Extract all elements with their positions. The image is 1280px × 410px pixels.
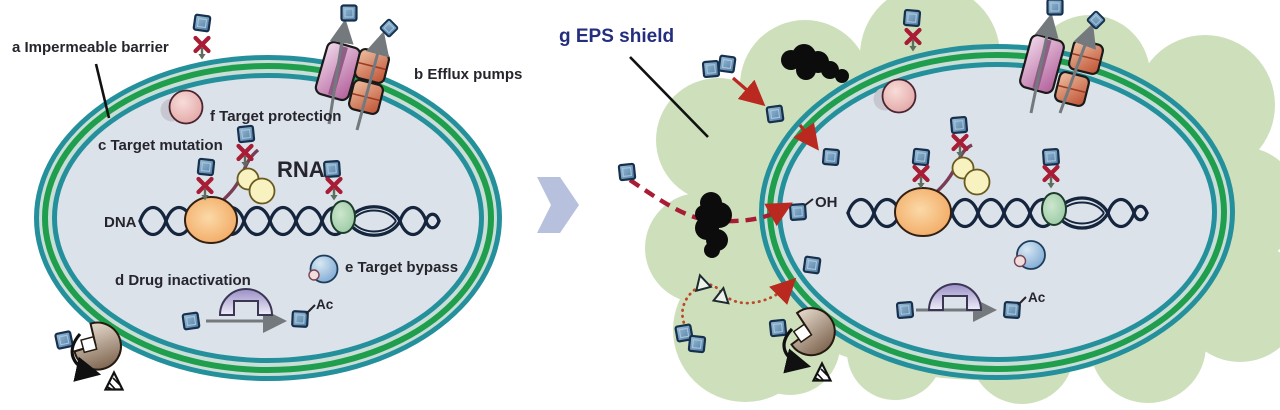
effluxed-drug-icon	[1046, 0, 1064, 16]
drug-molecule-icon	[895, 300, 915, 320]
drug-molecule-icon	[192, 13, 212, 33]
right-mutated-target-icon	[1041, 192, 1067, 226]
label-ac-right: Ac	[1028, 290, 1046, 305]
label-a-pointer-line	[94, 63, 111, 119]
label-ac-left: Ac	[316, 297, 334, 312]
right-efflux-pumps	[1017, 0, 1106, 114]
hydroxylated-drug-icon	[788, 202, 808, 222]
drug-molecule-icon	[196, 157, 216, 177]
label-oh: OH	[815, 194, 838, 211]
label-dna: DNA	[104, 214, 137, 231]
left-bypass-protein-icon	[308, 254, 339, 284]
drug-molecule-icon	[949, 115, 969, 135]
drug-molecule-icon	[54, 330, 74, 350]
left-mutated-target-icon	[330, 200, 356, 234]
drug-molecule-icon	[181, 311, 201, 331]
right-cell-membrane	[759, 44, 1235, 380]
right-bypass-protein-icon	[1013, 240, 1046, 270]
drug-molecule-icon	[768, 318, 788, 338]
right-cell-contents	[788, 78, 1149, 322]
drug-molecule-icon	[911, 147, 931, 167]
label-target-mutation: c Target mutation	[98, 137, 223, 154]
eps-zone	[617, 44, 849, 382]
drug-molecule-icon	[717, 54, 737, 74]
drug-molecule-icon	[701, 59, 721, 79]
penetration-arrow	[731, 76, 766, 107]
blocked-cross-icon	[196, 38, 209, 60]
drug-molecule-icon	[902, 8, 922, 28]
left-rna-polymerase-icon	[184, 196, 238, 244]
left-ribosome-icon	[236, 167, 276, 205]
left-cell-contents	[138, 89, 441, 333]
label-eps-shield: g EPS shield	[559, 26, 674, 47]
drug-molecule-icon	[1041, 147, 1061, 167]
right-ribosome-icon	[951, 156, 991, 196]
eps-particle-icon	[781, 44, 849, 83]
label-g-pointer-line	[629, 56, 709, 138]
drug-molecule-icon	[821, 147, 841, 167]
label-rna: RNA	[277, 157, 325, 182]
drug-molecule-icon	[687, 334, 707, 354]
degraded-drug-icon	[104, 371, 124, 391]
drug-molecule-icon	[322, 159, 342, 179]
left-degradation	[54, 316, 131, 391]
label-drug-inactivation: d Drug inactivation	[115, 272, 251, 289]
left-efflux-pumps	[313, 4, 399, 131]
drug-molecule-icon	[236, 124, 256, 144]
label-efflux-pumps: b Efflux pumps	[414, 66, 522, 83]
effluxed-drug-icon	[340, 4, 358, 22]
right-rna-polymerase-icon	[894, 187, 952, 237]
penetration-arrow	[793, 122, 819, 151]
transition-chevron-arrow	[537, 177, 579, 233]
eps-particle-icon	[695, 192, 732, 258]
degradation-arrow	[782, 327, 812, 374]
drug-molecule-icon	[617, 162, 637, 182]
label-impermeable-barrier: a Impermeable barrier	[12, 39, 169, 56]
label-target-bypass: e Target bypass	[345, 259, 458, 276]
drug-molecule-icon	[765, 104, 785, 124]
label-target-protection: f Target protection	[210, 108, 341, 125]
degradation-arrow	[70, 332, 102, 382]
right-cytoplasm	[782, 67, 1212, 357]
drug-molecule-icon	[802, 255, 822, 275]
